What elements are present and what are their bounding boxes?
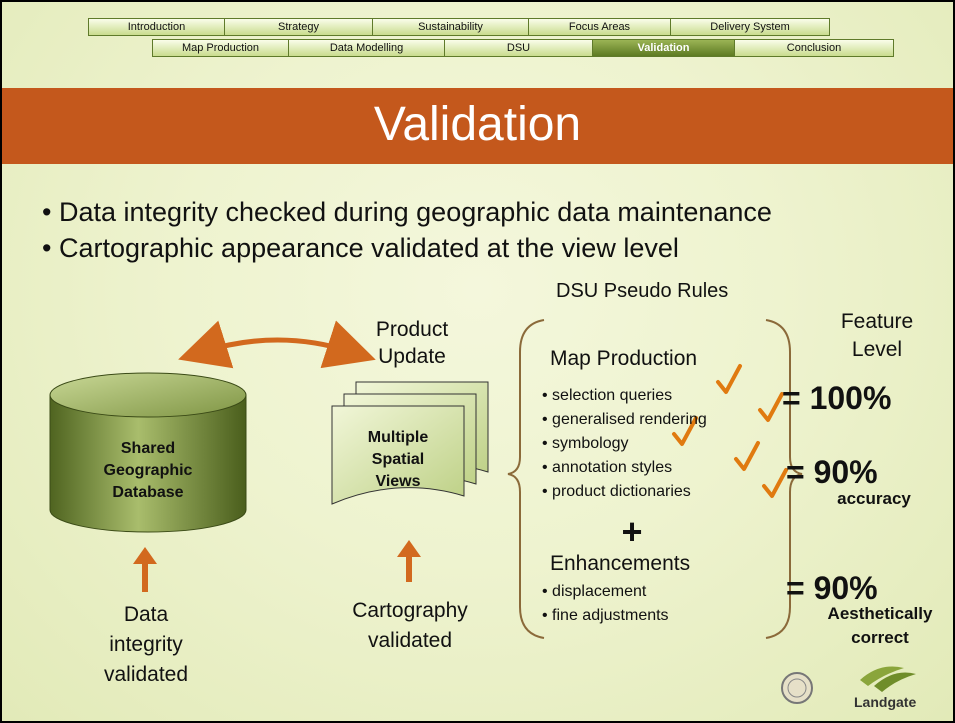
rule-item: • generalised rendering: [542, 411, 707, 428]
check-icon: [672, 416, 698, 446]
result-100: = 100%: [782, 380, 892, 416]
multiple-views-stack: [331, 381, 489, 505]
sync-arrow: [178, 320, 376, 369]
feature-level-label: Feature Level: [840, 310, 914, 361]
result-90-accuracy: = 90%: [786, 454, 878, 490]
rule-item: • product dictionaries: [542, 483, 691, 500]
landgate-logo-text: Landgate: [854, 694, 917, 710]
database-label: Shared Geographic Database: [103, 440, 193, 501]
arrow-up-icon: [397, 540, 421, 582]
landgate-logo-icon: [860, 666, 916, 692]
government-seal-icon: [781, 672, 813, 704]
tab-delivery-system[interactable]: Delivery System: [671, 19, 829, 35]
enhancement-item: • displacement: [542, 583, 647, 600]
accuracy-label: accuracy: [837, 489, 911, 508]
bullet-list: • Data integrity checked during geograph…: [42, 194, 772, 266]
data-integrity-label: Data integrity validated: [103, 603, 189, 686]
aesthetic-label: Aesthetically correct: [827, 604, 933, 647]
enhancements-heading: Enhancements: [550, 552, 691, 575]
arrow-up-icon: [133, 547, 157, 592]
views-label: Multiple Spatial Views: [367, 429, 429, 490]
rules-list: • selection queries • generalised render…: [542, 384, 707, 504]
rule-item: • symbology: [542, 435, 629, 452]
rule-item: • selection queries: [542, 387, 673, 404]
brace-right: [765, 319, 803, 639]
tab-data-modelling[interactable]: Data Modelling: [289, 40, 445, 56]
enhancements-list: • displacement • fine adjustments: [542, 580, 669, 628]
bullet-item: • Data integrity checked during geograph…: [42, 197, 772, 227]
page-title: Validation: [373, 98, 582, 151]
cartography-label: Cartography validated: [352, 599, 468, 652]
check-icon: [734, 441, 760, 471]
brace-left: [507, 319, 545, 639]
nav-row-2: Map Production Data Modelling DSU Valida…: [152, 39, 894, 57]
tab-focus-areas[interactable]: Focus Areas: [529, 19, 671, 35]
tab-validation[interactable]: Validation: [593, 40, 735, 56]
tab-strategy[interactable]: Strategy: [225, 19, 373, 35]
enhancement-item: • fine adjustments: [542, 607, 669, 624]
check-icon: [758, 392, 784, 422]
tab-map-production[interactable]: Map Production: [153, 40, 289, 56]
bullet-item: • Cartographic appearance validated at t…: [42, 233, 679, 263]
bullet-text: Data integrity checked during geographic…: [58, 197, 772, 227]
map-production-heading: Map Production: [550, 347, 698, 370]
plus-sign: +: [621, 511, 643, 552]
title-band: [2, 88, 953, 164]
product-update-label: Product Update: [375, 318, 449, 368]
rule-item: • annotation styles: [542, 459, 673, 476]
tab-sustainability[interactable]: Sustainability: [373, 19, 529, 35]
tab-dsu[interactable]: DSU: [445, 40, 593, 56]
tab-conclusion[interactable]: Conclusion: [735, 40, 893, 56]
database-cylinder: [49, 372, 247, 533]
nav-row-1: Introduction Strategy Sustainability Foc…: [88, 18, 830, 36]
result-90-aesthetic: = 90%: [786, 570, 878, 606]
bullet-text: Cartographic appearance validated at the…: [58, 233, 679, 263]
rules-header: DSU Pseudo Rules: [556, 280, 729, 302]
tab-introduction[interactable]: Introduction: [89, 19, 225, 35]
check-icon: [762, 468, 788, 498]
check-icon: [716, 364, 742, 394]
